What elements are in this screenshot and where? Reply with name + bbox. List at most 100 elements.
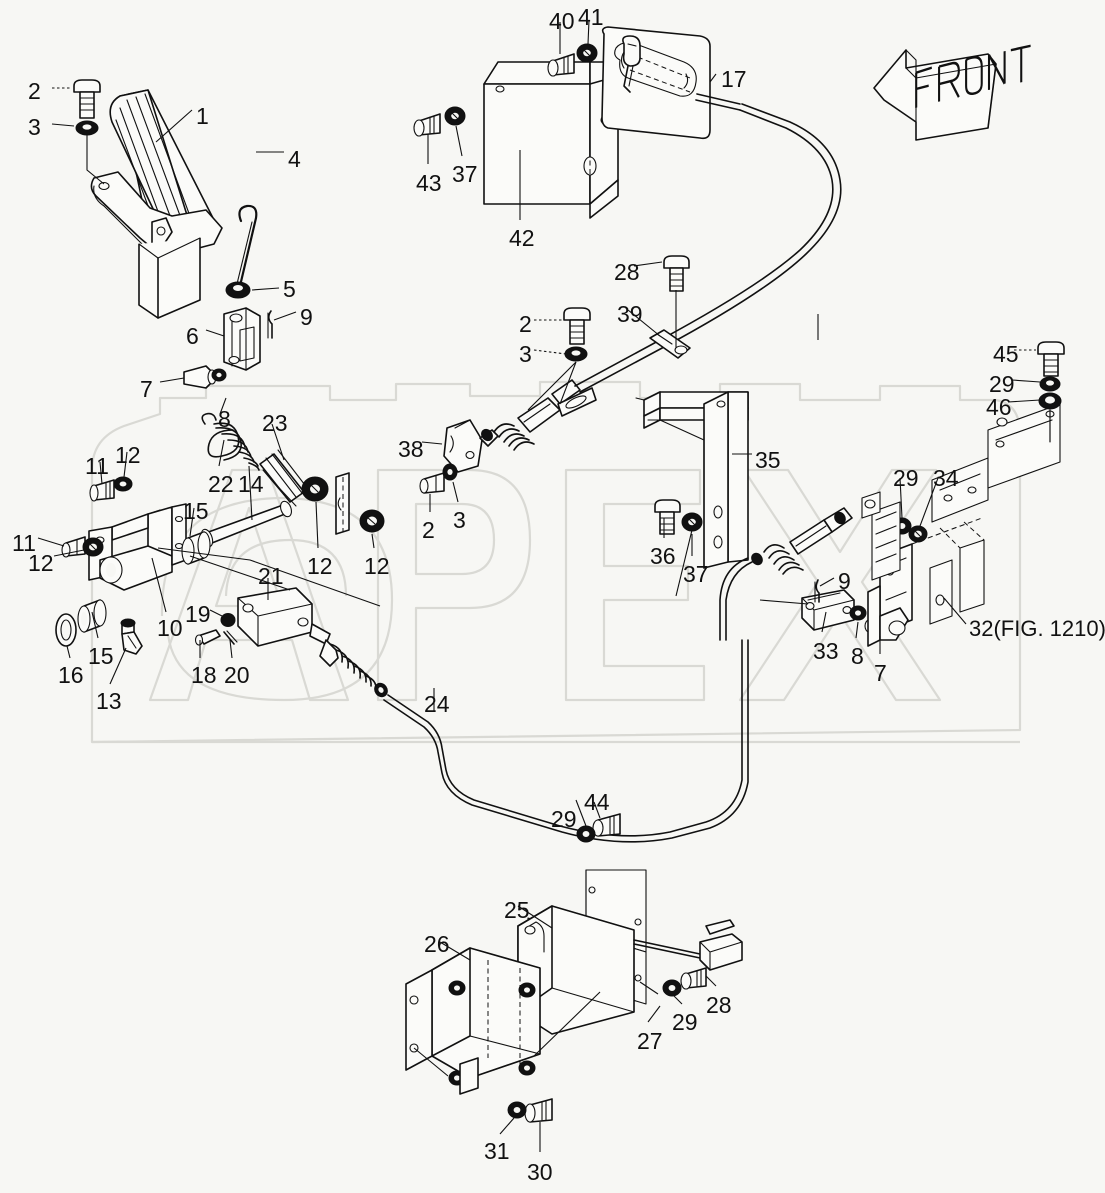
- callout-29: 29: [551, 806, 577, 832]
- callout-11: 11: [85, 453, 109, 479]
- part-19-ball: [220, 613, 236, 627]
- cable-upper-boot: [479, 103, 842, 451]
- callout-44: 44: [584, 789, 610, 815]
- part-2-bolt-mid-upper: [563, 307, 591, 345]
- part-31-washer-bottom: [507, 1101, 527, 1119]
- callout-38: 38: [398, 436, 424, 462]
- callout-41: 41: [578, 4, 604, 30]
- callout-35: 35: [755, 447, 781, 473]
- leader-lines: [37, 19, 1051, 1152]
- callout-7: 7: [874, 660, 887, 686]
- part-35-cable-support-bracket: [635, 391, 749, 569]
- callout-37: 37: [452, 161, 478, 187]
- callout-24: 24: [424, 691, 450, 717]
- part-2-bolt-mid-lower: [419, 463, 458, 494]
- callout-5: 5: [283, 276, 296, 302]
- callout-19: 19: [185, 601, 211, 627]
- part-39-cable-clamp: [649, 329, 691, 359]
- callout-3: 3: [453, 507, 466, 533]
- part-28-bolt-bottom: [680, 967, 707, 990]
- part-11-bolt-a: [89, 476, 133, 502]
- part-2-bolt-top-left: [73, 79, 101, 119]
- callout-21: 21: [258, 563, 284, 589]
- callout-39: 39: [617, 301, 643, 327]
- part-37-washer-mid: [681, 512, 703, 532]
- part-1-accelerator-pedal: [90, 89, 223, 319]
- part-45-bolt: [1037, 341, 1065, 377]
- callout-13: 13: [96, 688, 122, 714]
- front-arrow: [873, 44, 1031, 141]
- callout-14: 14: [238, 471, 264, 497]
- callout-10: 10: [157, 615, 183, 641]
- callout-3: 3: [28, 114, 41, 140]
- callout-29: 29: [672, 1009, 698, 1035]
- callout-15: 15: [183, 498, 209, 524]
- part-17-cover-plate: [601, 26, 741, 140]
- callout-25: 25: [504, 897, 530, 923]
- part-8-washer-right: [849, 605, 867, 621]
- part-7-pin-upper: [183, 365, 227, 389]
- callout-11: 11: [12, 530, 36, 556]
- callout-27: 27: [637, 1028, 663, 1054]
- callout-20: 20: [224, 662, 250, 688]
- part-13-grease-fitting: [120, 618, 143, 655]
- callout-2: 2: [422, 517, 435, 543]
- callout-9: 9: [838, 568, 851, 594]
- callout-31: 31: [484, 1138, 510, 1164]
- callout-18: 18: [191, 662, 217, 688]
- part-21-cable-end-block: [237, 587, 331, 647]
- part-18-roll-pin: [194, 629, 221, 646]
- callout-30: 30: [527, 1159, 553, 1185]
- callout-40: 40: [549, 8, 575, 34]
- part-22-return-spring: [201, 412, 260, 471]
- part-5-nut: [225, 281, 251, 299]
- callout-29: 29: [989, 371, 1015, 397]
- part-3-washer-mid: [564, 346, 588, 362]
- callout-17: 17: [721, 66, 747, 92]
- callout-12: 12: [115, 442, 141, 468]
- callout-12: 12: [28, 550, 54, 576]
- callout-28: 28: [614, 259, 640, 285]
- part-20-spring-pin: [223, 630, 238, 645]
- callout-8: 8: [218, 406, 231, 432]
- part-42-control-box: [483, 61, 619, 219]
- callout-2: 2: [519, 311, 532, 337]
- callout-2: 2: [28, 78, 41, 104]
- callout-15: 15: [88, 643, 114, 669]
- callout-1: 1: [196, 103, 209, 129]
- part-24-cable-boot-left: [319, 639, 388, 698]
- part-38-cable-yoke: [443, 419, 483, 473]
- callout-32FIG1210: 32(FIG. 1210): [969, 616, 1105, 641]
- callout-42: 42: [509, 225, 535, 251]
- part-43-bolt: [413, 113, 441, 137]
- callout-7: 7: [140, 376, 153, 402]
- callout-3: 3: [519, 341, 532, 367]
- part-9-cotter-pin-upper: [267, 310, 273, 339]
- callout-16: 16: [58, 662, 84, 688]
- part-3-washer-top-left: [75, 120, 99, 136]
- callout-22: 22: [208, 471, 234, 497]
- callout-37: 37: [683, 561, 709, 587]
- solenoid-connector: [633, 919, 743, 971]
- part-24-accelerator-cable: [383, 639, 749, 843]
- callout-4: 4: [288, 146, 301, 172]
- part-37-washer-top: [444, 106, 466, 126]
- part-bracket-plate-small: [335, 472, 350, 535]
- callout-12: 12: [307, 553, 333, 579]
- callout-26: 26: [424, 931, 450, 957]
- callout-43: 43: [416, 170, 442, 196]
- watermark-apex: [90, 380, 1022, 744]
- part-29-washer-bottom: [662, 979, 682, 997]
- callout-46: 46: [986, 394, 1012, 420]
- cable-right-boot: [719, 507, 853, 641]
- part-40-bolt: [547, 53, 575, 77]
- part-11-bolt-b: [61, 536, 104, 558]
- callout-9: 9: [300, 304, 313, 330]
- callout-6: 6: [186, 323, 199, 349]
- callout-29: 29: [893, 465, 919, 491]
- part-12-bushing-a: [301, 476, 329, 502]
- callout-8: 8: [851, 643, 864, 669]
- part-12-bushing-b: [359, 509, 385, 533]
